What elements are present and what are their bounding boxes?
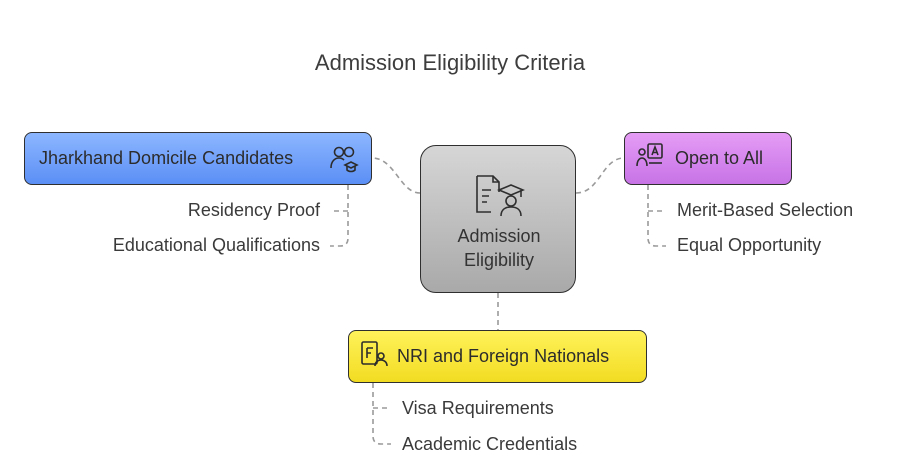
- center-label-line2: Eligibility: [463, 250, 535, 270]
- diagram-title: Admission Eligibility Criteria: [314, 50, 586, 75]
- domicile-candidates-label: Jharkhand Domicile Candidates: [39, 148, 294, 168]
- admission-eligibility-node[interactable]: Admission Eligibility: [420, 145, 576, 293]
- domicile-candidates-box[interactable]: Jharkhand Domicile Candidates: [24, 132, 372, 185]
- connector-domicile-items: [330, 185, 349, 247]
- exam-paper-icon: [635, 141, 665, 176]
- nri-foreign-label: NRI and Foreign Nationals: [397, 346, 610, 366]
- nri-item-visa: Visa Requirements: [402, 398, 554, 418]
- center-label-line1: Admission: [457, 226, 541, 246]
- connector-domicile: [371, 157, 421, 194]
- open-to-all-box[interactable]: Open to All: [624, 132, 792, 185]
- open-item-equal: Equal Opportunity: [677, 235, 822, 255]
- domicile-item-residency: Residency Proof: [187, 200, 320, 220]
- connector-open-items: [647, 185, 666, 247]
- domicile-item-education: Educational Qualifications: [112, 235, 320, 255]
- document-graduate-icon: [471, 170, 526, 223]
- connector-nri-items: [372, 383, 391, 445]
- connector-open: [575, 157, 625, 194]
- nri-foreign-box[interactable]: NRI and Foreign Nationals: [348, 330, 647, 383]
- id-card-person-icon: [359, 339, 389, 374]
- people-graduate-icon: [329, 144, 359, 179]
- open-to-all-label: Open to All: [675, 148, 764, 168]
- nri-item-credentials: Academic Credentials: [402, 434, 578, 454]
- open-item-merit: Merit-Based Selection: [677, 200, 854, 220]
